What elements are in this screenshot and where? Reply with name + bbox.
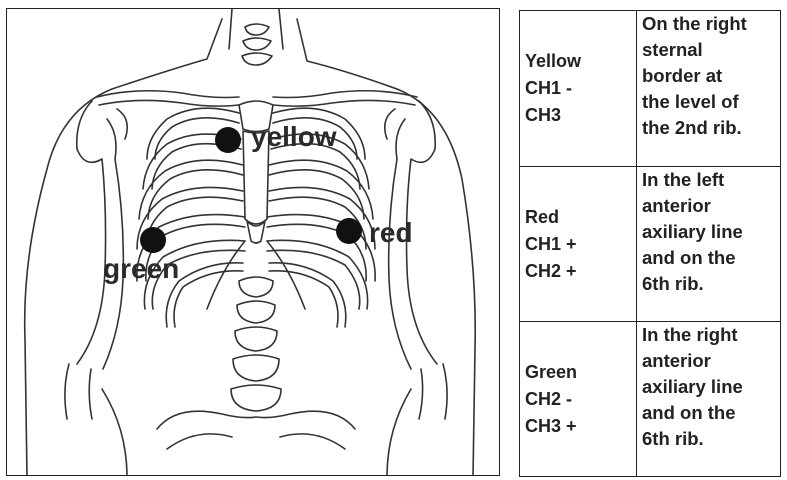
location-line: the 2nd rib. — [642, 115, 777, 141]
channel-line: Green — [525, 359, 633, 386]
location-line: sternal — [642, 37, 777, 63]
channel-cell: Yellow CH1 - CH3 — [520, 11, 637, 167]
channel-cell: Green CH2 - CH3 + — [520, 322, 637, 477]
yellow-electrode-label: yellow — [251, 123, 337, 151]
pelvis — [157, 411, 355, 429]
channel-line: CH2 + — [525, 258, 633, 285]
cervical-vertebrae — [242, 24, 272, 65]
location-cell: On the right sternal border at the level… — [637, 11, 781, 167]
location-line: In the right — [642, 322, 777, 348]
electrode-placement-table: Yellow CH1 - CH3 On the right sternal bo… — [519, 10, 781, 477]
channel-line: CH3 + — [525, 413, 633, 440]
table-row: Green CH2 - CH3 + In the right anterior … — [520, 322, 781, 477]
red-electrode — [336, 218, 362, 244]
channel-line: CH1 - — [525, 75, 633, 102]
green-electrode-label: green — [103, 255, 179, 283]
location-line: 6th rib. — [642, 426, 777, 452]
chest-skeleton-illustration — [7, 9, 500, 476]
green-electrode — [140, 227, 166, 253]
channel-line: CH1 + — [525, 231, 633, 258]
right-clavicle — [97, 91, 239, 98]
location-line: anterior — [642, 348, 777, 374]
location-line: the level of — [642, 89, 777, 115]
channel-line: Yellow — [525, 48, 633, 75]
location-line: 6th rib. — [642, 271, 777, 297]
right-humerus — [77, 101, 106, 364]
location-cell: In the right anterior axiliary line and … — [637, 322, 781, 477]
channel-line: Red — [525, 204, 633, 231]
chest-diagram-panel: yellow red green — [6, 8, 500, 476]
channel-cell: Red CH1 + CH2 + — [520, 167, 637, 322]
location-line: In the left — [642, 167, 777, 193]
location-line: and on the — [642, 400, 777, 426]
table-row: Yellow CH1 - CH3 On the right sternal bo… — [520, 11, 781, 167]
red-electrode-label: red — [369, 219, 413, 247]
location-line: anterior — [642, 193, 777, 219]
yellow-electrode — [215, 127, 241, 153]
lumbar-spine — [231, 277, 281, 411]
location-cell: In the left anterior axiliary line and o… — [637, 167, 781, 322]
location-line: On the right — [642, 11, 777, 37]
location-line: and on the — [642, 245, 777, 271]
location-line: axiliary line — [642, 219, 777, 245]
location-line: axiliary line — [642, 374, 777, 400]
channel-line: CH3 — [525, 102, 633, 129]
table-row: Red CH1 + CH2 + In the left anterior axi… — [520, 167, 781, 322]
left-clavicle — [273, 91, 417, 98]
location-line: border at — [642, 63, 777, 89]
channel-line: CH2 - — [525, 386, 633, 413]
